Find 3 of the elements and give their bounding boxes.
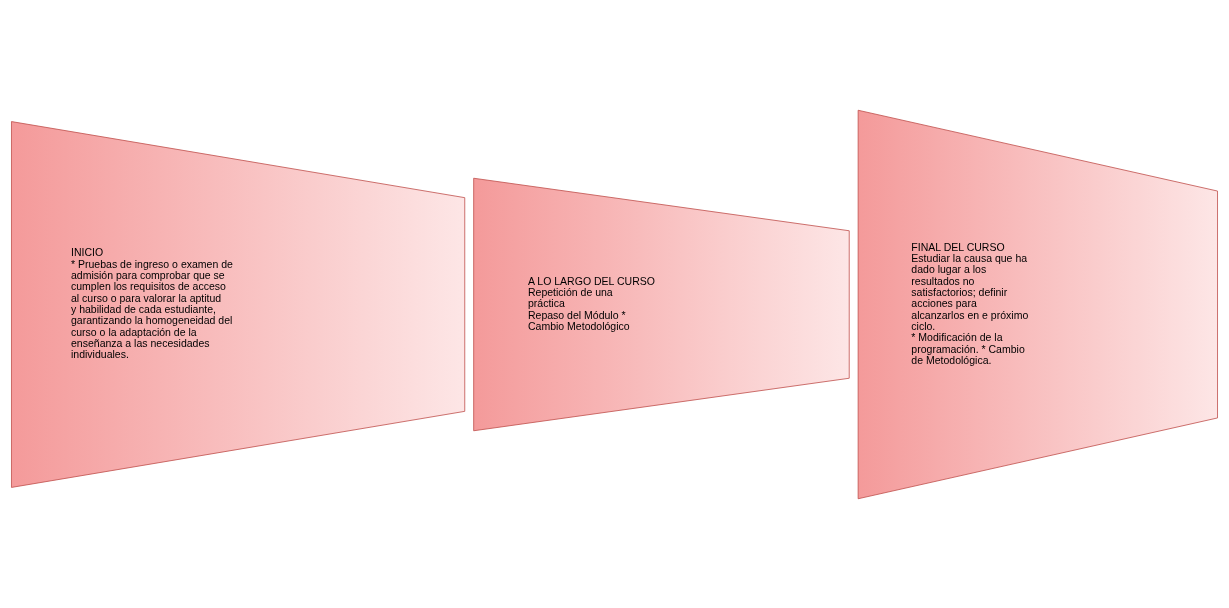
node-box: INICIO * Pruebas de ingreso o examen de admisión para comprobar que se cumplen los requisitos de acceso al curso o para valorar la aptitud y habilidad de cada estudiante, garantizando la homogeneidad del curso o la adaptación de la enseñanza a las necesidades individuales. [11,120,466,488]
node-box: A LO LARGO DEL CURSO Repetición de una práctica Repaso del Módulo * Cambio Metodológico [473,177,850,431]
node-box: FINAL DEL CURSO Estudiar la causa que ha dado lugar a los resultados no satisfactorios; definir acciones para alcanzarlos en e próximo ciclo. * Modificación de la programación. * Cambio de Metodológica. [857,109,1218,499]
